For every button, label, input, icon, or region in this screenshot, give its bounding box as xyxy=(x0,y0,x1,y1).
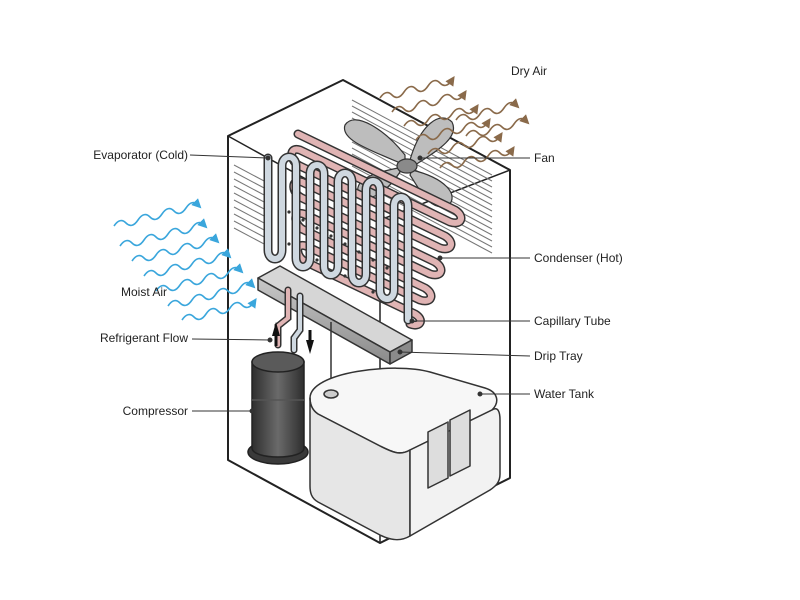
label-condenser: Condenser (Hot) xyxy=(534,251,623,265)
side-vent-grille xyxy=(233,164,267,246)
refrigerant-pipes xyxy=(274,286,304,354)
label-refrigerant-flow: Refrigerant Flow xyxy=(99,331,188,345)
label-fan: Fan xyxy=(534,151,555,165)
label-evaporator: Evaporator (Cold) xyxy=(93,148,188,162)
dry-air-arrows xyxy=(379,76,530,169)
label-dry-air: Dry Air xyxy=(511,64,547,78)
label-capillary-tube: Capillary Tube xyxy=(534,314,611,328)
label-moist-air: Moist Air xyxy=(121,285,168,299)
leader-refrigerant-flow xyxy=(191,338,271,341)
refrigerant-flow-arrows xyxy=(272,322,314,354)
leader-lines xyxy=(189,154,531,414)
moist-air-arrows xyxy=(113,198,257,321)
leader-drip-tray xyxy=(399,351,531,357)
leader-evaporator xyxy=(189,154,269,159)
water-tank xyxy=(309,367,501,541)
label-drip-tray: Drip Tray xyxy=(534,349,583,363)
label-compressor: Compressor xyxy=(122,404,188,418)
label-water-tank: Water Tank xyxy=(534,387,595,401)
compressor xyxy=(247,351,309,465)
evaporator-coil xyxy=(263,152,413,325)
